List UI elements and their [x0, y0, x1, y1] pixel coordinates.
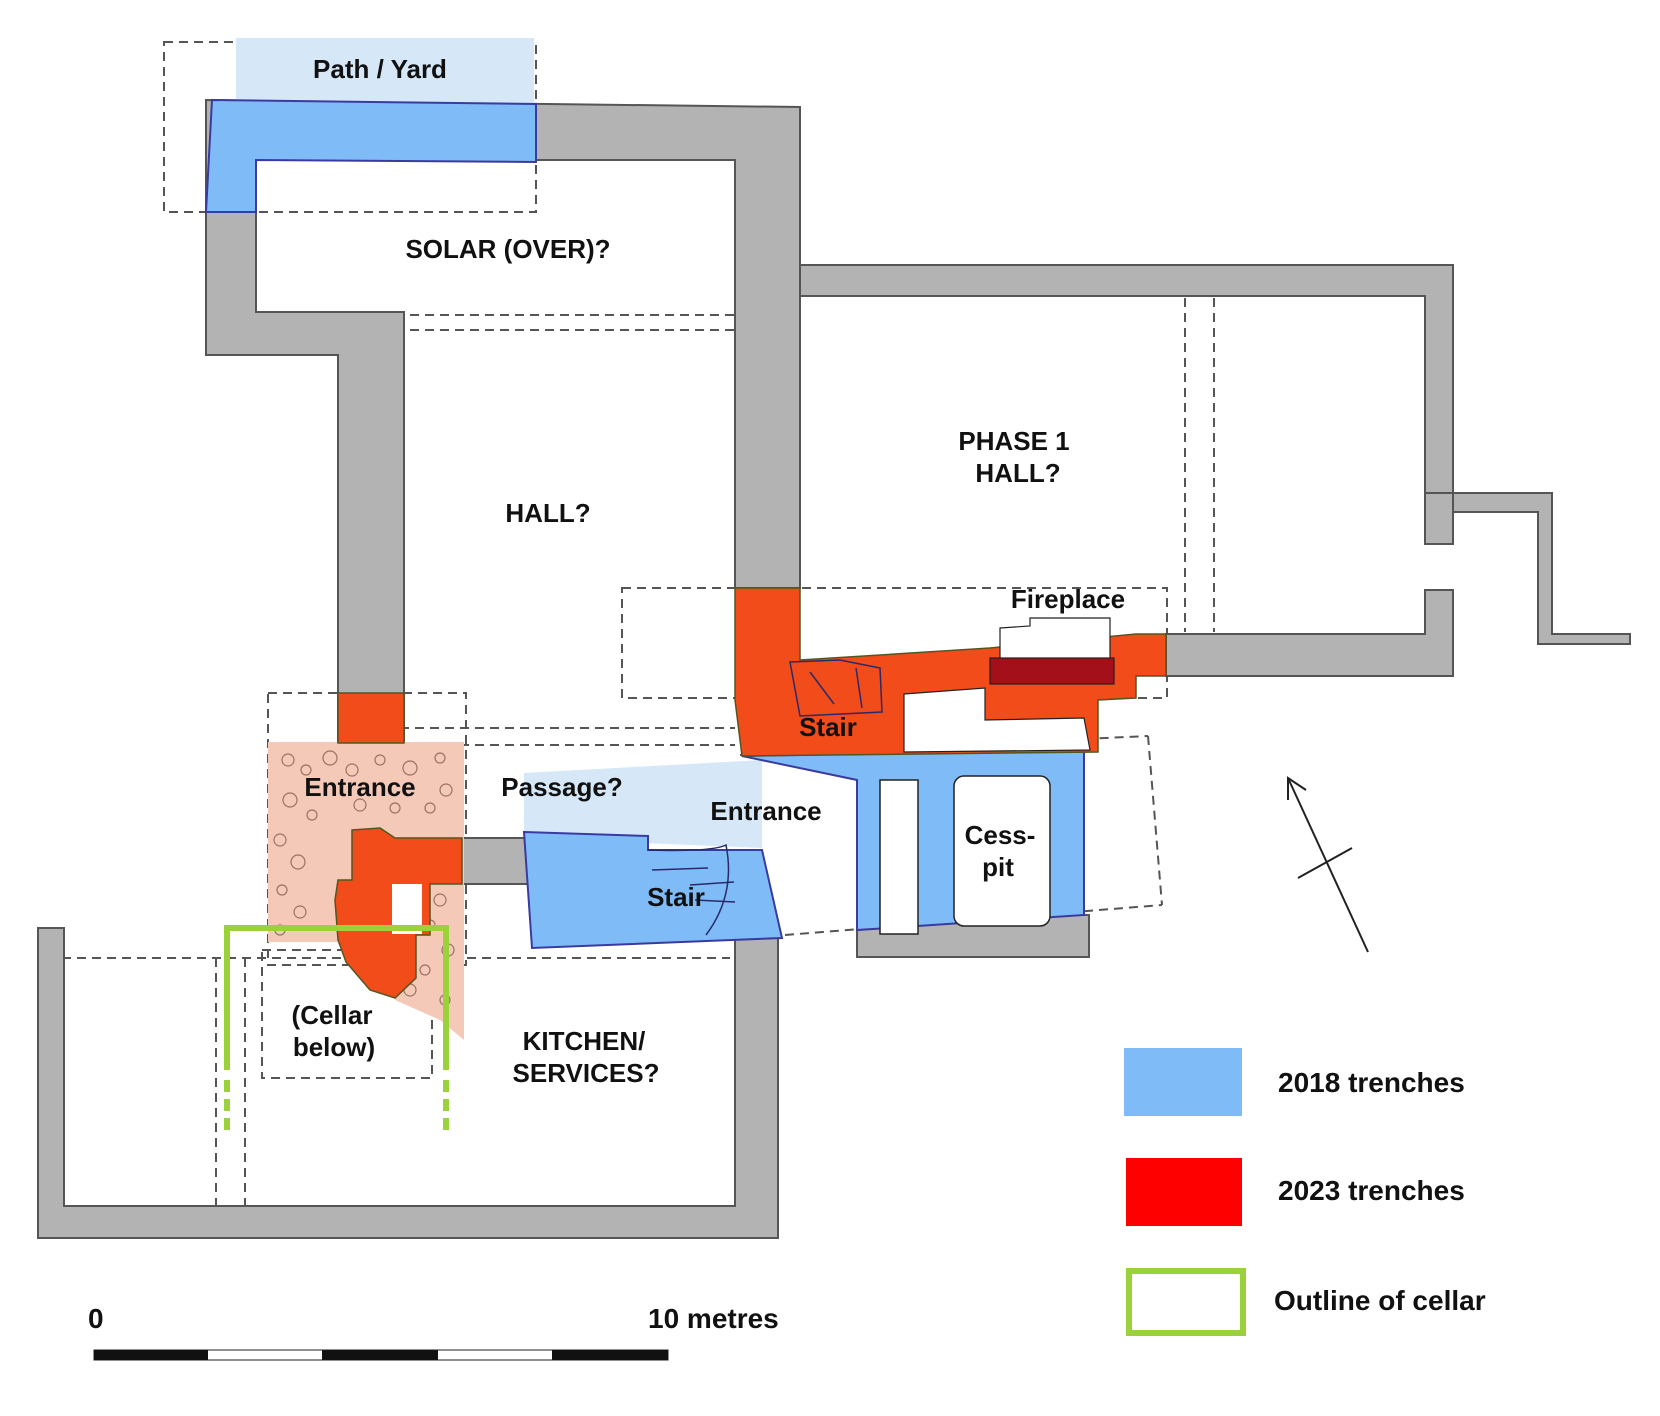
label-stair-north: Stair: [799, 712, 857, 742]
wall-nw: [205, 98, 801, 743]
legend-swatch-2018: [1124, 1048, 1242, 1116]
label-passage: Passage?: [501, 772, 622, 802]
label-phase1-line2: HALL?: [975, 458, 1060, 488]
label-cesspit-line1: Cess-: [965, 820, 1036, 850]
label-entrance-west: Entrance: [304, 772, 415, 802]
wall-east-north: [799, 264, 1454, 545]
label-hall: HALL?: [505, 498, 590, 528]
wall-east-south: [1165, 589, 1454, 677]
label-kitchen-line1: KITCHEN/: [523, 1026, 646, 1056]
trench-2018-north: [204, 98, 537, 213]
scale-bar-segment: [322, 1350, 438, 1360]
white-gap: [903, 687, 1091, 753]
cesspit-stone: [953, 775, 1051, 927]
trench-2018-light-north: [236, 38, 534, 104]
scale-bar-segment: [552, 1350, 668, 1360]
label-cesspit-line2: pit: [982, 852, 1014, 882]
labels: Path / Yard SOLAR (OVER)? HALL? PHASE 1 …: [292, 54, 1126, 1088]
stair-outline-north: [789, 659, 883, 717]
legend-label-2023: 2023 trenches: [1278, 1175, 1465, 1206]
wall-passage: [461, 837, 531, 885]
trench-2018-light-passage: [524, 760, 762, 848]
stair-treads: [651, 867, 736, 903]
trenches-2023: [334, 587, 1167, 999]
legend: 2018 trenches 2023 trenches Outline of c…: [1124, 1048, 1486, 1336]
cellar-outline: [224, 925, 449, 1132]
label-kitchen-line2: SERVICES?: [513, 1058, 660, 1088]
legend-swatch-2023: [1126, 1158, 1242, 1226]
legend-label-cellar: Outline of cellar: [1274, 1285, 1486, 1316]
cesspit-stone: [879, 779, 919, 935]
label-stair-south: Stair: [647, 882, 705, 912]
north-arrow-icon: [1287, 776, 1369, 953]
trench-2023-fireplace: [989, 657, 1115, 685]
trench-2018-passage: [522, 830, 784, 950]
stair-outline: [647, 843, 730, 936]
scale-label-end: 10 metres: [648, 1303, 779, 1334]
wall-east-projection: [1425, 492, 1631, 645]
dashed-line: [784, 904, 1163, 936]
label-cellar-line2: below): [293, 1032, 375, 1062]
dashed-line: [1147, 735, 1163, 906]
label-entrance-east: Entrance: [710, 796, 821, 826]
trench-2023-wall-cut: [337, 692, 405, 744]
legend-swatch-cellar: [1126, 1268, 1246, 1336]
label-fireplace: Fireplace: [1011, 584, 1125, 614]
cellar-outline-line: [224, 925, 449, 1070]
scale-bar: 0 10 metres: [88, 1303, 779, 1361]
label-cellar-line1: (Cellar: [292, 1000, 373, 1030]
legend-label-2018: 2018 trenches: [1278, 1067, 1465, 1098]
label-phase1-line1: PHASE 1: [958, 426, 1069, 456]
label-solar: SOLAR (OVER)?: [405, 234, 610, 264]
trenches-2018: [204, 38, 1085, 950]
scale-bar-segment: [94, 1350, 208, 1360]
scale-label-start: 0: [88, 1303, 104, 1334]
label-path-yard: Path / Yard: [313, 54, 447, 84]
fireplace-hood: [999, 617, 1111, 663]
